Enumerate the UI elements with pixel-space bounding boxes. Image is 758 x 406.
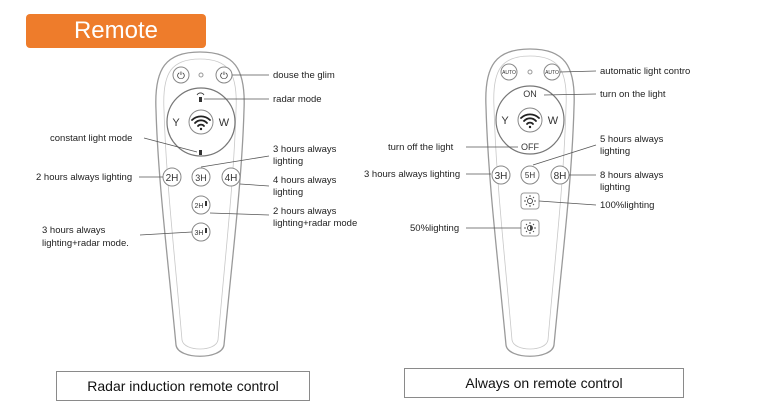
auto-left-label: AUTO	[502, 70, 516, 76]
label-3h: 3 hours always lighting	[364, 169, 460, 180]
h2-radar-button[interactable]	[191, 195, 211, 215]
h4-button-label: 4H	[225, 173, 238, 184]
label-3h-line1: 3 hours always	[273, 144, 337, 155]
label-auto: automatic light contro	[600, 66, 690, 77]
w-button-label: W	[219, 117, 230, 129]
label-4h-line2: lighting	[273, 187, 303, 198]
label-100-lighting: 100%lighting	[600, 200, 654, 211]
h3-radar-button-label: 3H	[195, 230, 204, 237]
label-2h: 2 hours always lighting	[36, 172, 132, 183]
always-on-remote: AUTO AUTO ON Y W OFF 3H 5H 8H	[364, 48, 690, 357]
y-button-label: Y	[172, 117, 180, 129]
label-radar-mode: radar mode	[273, 94, 322, 105]
label-on: turn on the light	[600, 89, 666, 100]
label-3h-radar-line1: 3 hours always	[42, 225, 106, 236]
h5-button[interactable]	[520, 165, 540, 185]
label-off: turn off the light	[388, 142, 454, 153]
label-5h-line1: 5 hours always	[600, 134, 664, 145]
y-button-label: Y	[501, 115, 509, 127]
left-power-button[interactable]	[172, 66, 190, 84]
header-title: Remote	[26, 14, 206, 48]
h5-button-label: 5H	[525, 171, 535, 180]
power-icon: ⏻	[177, 71, 185, 82]
left-caption: Radar induction remote control	[56, 371, 310, 401]
right-leader-lines	[466, 70, 597, 229]
label-5h-line2: lighting	[600, 146, 630, 157]
label-2h-radar-line1: 2 hours always	[273, 206, 337, 217]
label-3h-radar-line2: lighting+radar mode.	[42, 238, 129, 249]
off-button-label[interactable]: OFF	[521, 142, 539, 152]
auto-right-label: AUTO	[545, 70, 559, 76]
wifi-icon	[191, 115, 211, 131]
label-3h-line2: lighting	[273, 156, 303, 167]
radar-mode-icon	[196, 92, 205, 102]
label-4h-line1: 4 hours always	[273, 175, 337, 186]
h4-button[interactable]	[221, 167, 241, 187]
right-wifi-button[interactable]	[517, 107, 543, 133]
right-caption: Always on remote control	[404, 368, 684, 398]
h3-button-label: 3H	[195, 173, 207, 183]
h8-button-label: 8H	[554, 171, 567, 182]
left-wifi-button[interactable]	[188, 109, 214, 135]
h3-button[interactable]	[491, 165, 511, 185]
on-button-label[interactable]: ON	[523, 89, 537, 99]
left-leader-lines	[139, 74, 270, 236]
indicator-light	[198, 72, 204, 78]
radar-mini-icon	[205, 228, 207, 233]
power-icon: ⏻	[220, 71, 228, 82]
w-button-label: W	[548, 115, 559, 127]
label-2h-radar-line2: lighting+radar mode	[273, 218, 357, 229]
radar-mini-icon	[205, 201, 207, 206]
h2-radar-button-label: 2H	[195, 203, 204, 210]
h3-button-label: 3H	[495, 171, 508, 182]
label-douse: douse the glim	[273, 70, 335, 81]
auto-left-button[interactable]	[500, 63, 518, 81]
half-sun-icon	[524, 222, 536, 234]
label-50-lighting: 50%lighting	[410, 223, 459, 234]
constant-mode-marker	[199, 150, 202, 155]
radar-remote: ⏻ ⏻ Y W 2H 3H 4H 2H 3H	[36, 51, 357, 357]
indicator-light	[527, 69, 533, 75]
label-8h-line1: 8 hours always	[600, 170, 664, 181]
wifi-icon	[520, 113, 540, 129]
label-8h-line2: lighting	[600, 182, 630, 193]
h2-button-label: 2H	[166, 173, 179, 184]
sun-icon	[524, 195, 536, 207]
label-constant-light: constant light mode	[50, 133, 132, 144]
h3-button[interactable]	[191, 167, 211, 187]
